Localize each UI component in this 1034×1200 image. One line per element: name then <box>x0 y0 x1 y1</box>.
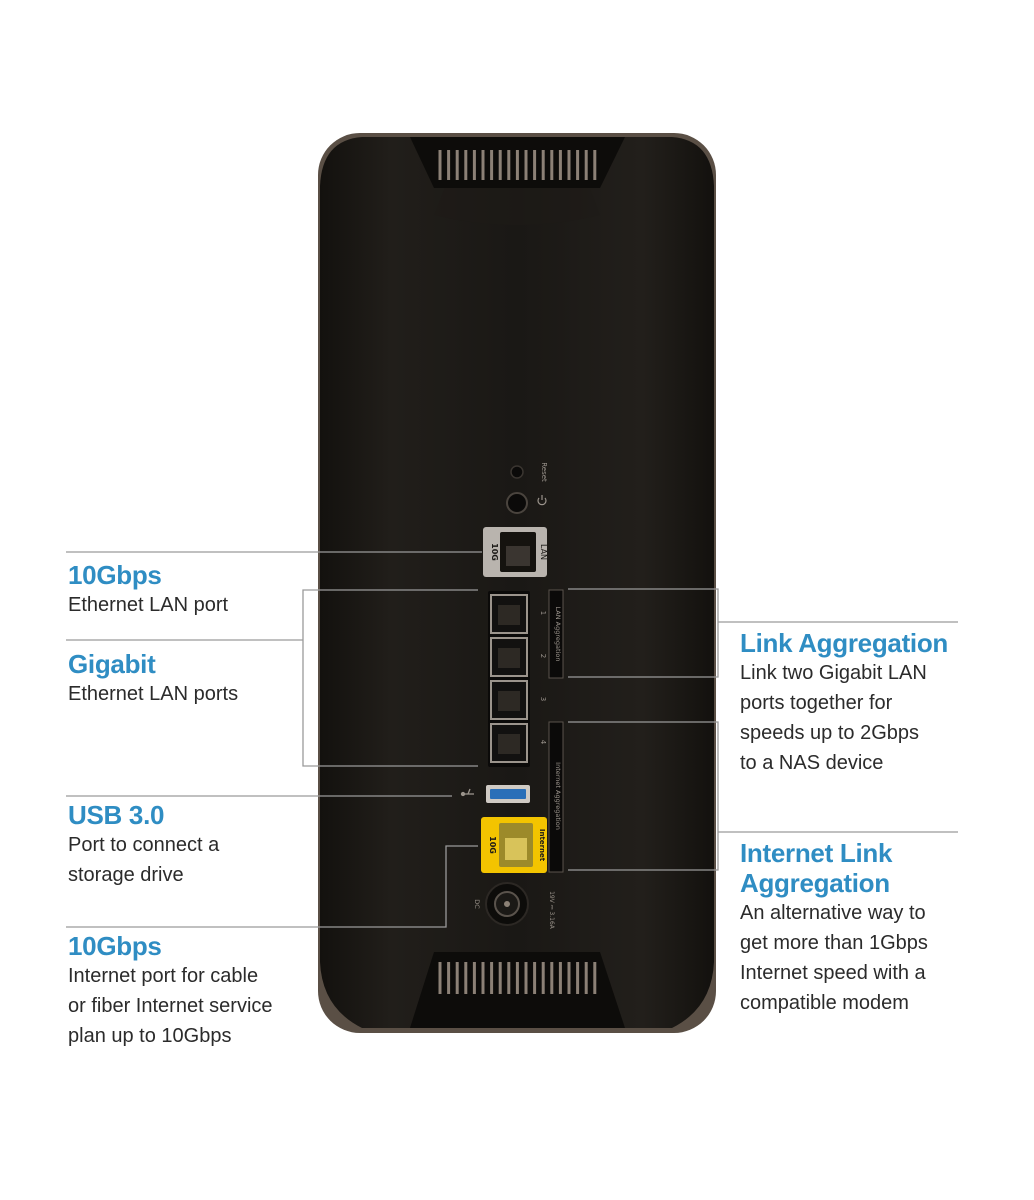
top-vent <box>410 137 625 188</box>
callout-10g-internet-title: 10Gbps <box>68 931 162 961</box>
leader-line-link-agg <box>568 588 719 678</box>
lan-port-4[interactable] <box>490 723 528 763</box>
gigabit-lan-ports <box>488 591 530 767</box>
callout-gigabit-desc: Ethernet LAN ports <box>68 683 239 705</box>
internet-aggregation-bracket <box>548 721 564 873</box>
callout-usb: USB 3.0 Port to connect a storage drive <box>68 800 219 890</box>
callout-10g-internet: 10Gbps Internet port for cable or fiber … <box>68 931 273 1051</box>
lan-port-number-3: 3 <box>539 697 547 701</box>
callout-link-aggregation-desc: Link two Gigabit LAN ports together for … <box>740 662 927 774</box>
callout-10g-lan-title: 10Gbps <box>68 560 162 590</box>
lan-aggregation-label: LAN Aggregation <box>554 607 562 662</box>
lan-port-number-2: 2 <box>539 654 547 658</box>
callout-10g-internet-desc: Internet port for cable or fiber Interne… <box>68 965 273 1047</box>
lan-port-1[interactable] <box>490 594 528 634</box>
internet-10g-port[interactable] <box>481 817 547 873</box>
leader-line-internet-agg <box>568 721 719 871</box>
leader-line-gigabit <box>302 589 478 767</box>
callout-link-aggregation: Link Aggregation Link two Gigabit LAN po… <box>740 628 948 778</box>
lan-10g-port-label: LAN <box>539 544 548 560</box>
usb-icon <box>460 788 474 797</box>
callout-usb-desc: Port to connect a storage drive <box>68 834 220 886</box>
reset-button[interactable] <box>510 465 524 479</box>
lan-10g-port[interactable] <box>483 527 547 577</box>
lan-port-number-4: 4 <box>539 740 547 745</box>
reset-label: Reset <box>540 462 548 482</box>
lan-aggregation-bracket <box>548 589 564 679</box>
callout-link-aggregation-title: Link Aggregation <box>740 628 949 658</box>
callout-gigabit: Gigabit Ethernet LAN ports <box>68 649 238 709</box>
callout-internet-link-aggregation: Internet Link Aggregation An alternative… <box>740 838 928 1018</box>
lan-10g-port-speed: 10G <box>490 543 499 561</box>
leader-line-internet <box>66 845 478 928</box>
lan-port-3[interactable] <box>490 680 528 720</box>
callout-internet-link-aggregation-desc: An alternative way to get more than 1Gbp… <box>740 902 928 1014</box>
lan-port-2[interactable] <box>490 637 528 677</box>
lan-port-number-1: 1 <box>539 611 547 615</box>
leader-lines <box>66 551 958 928</box>
power-icon <box>537 495 547 506</box>
callout-usb-title: USB 3.0 <box>68 800 165 830</box>
power-button[interactable] <box>506 492 528 514</box>
usb-3-port[interactable] <box>486 785 530 803</box>
power-rating-label: 19V ⎓ 3.16A <box>548 891 555 930</box>
callout-internet-link-aggregation-title: Internet Link Aggregation <box>740 838 893 898</box>
callout-10g-lan: 10Gbps Ethernet LAN port <box>68 560 228 620</box>
bottom-vent <box>410 952 625 1028</box>
callout-10g-lan-desc: Ethernet LAN port <box>68 594 229 616</box>
internet-10g-port-speed: 10G <box>488 836 497 854</box>
dc-power-jack[interactable] <box>485 882 529 926</box>
dc-label: DC <box>473 899 481 909</box>
callout-gigabit-title: Gigabit <box>68 649 156 679</box>
internet-aggregation-label: Internet Aggregation <box>554 762 562 830</box>
internet-port-label: Internet <box>538 829 546 862</box>
